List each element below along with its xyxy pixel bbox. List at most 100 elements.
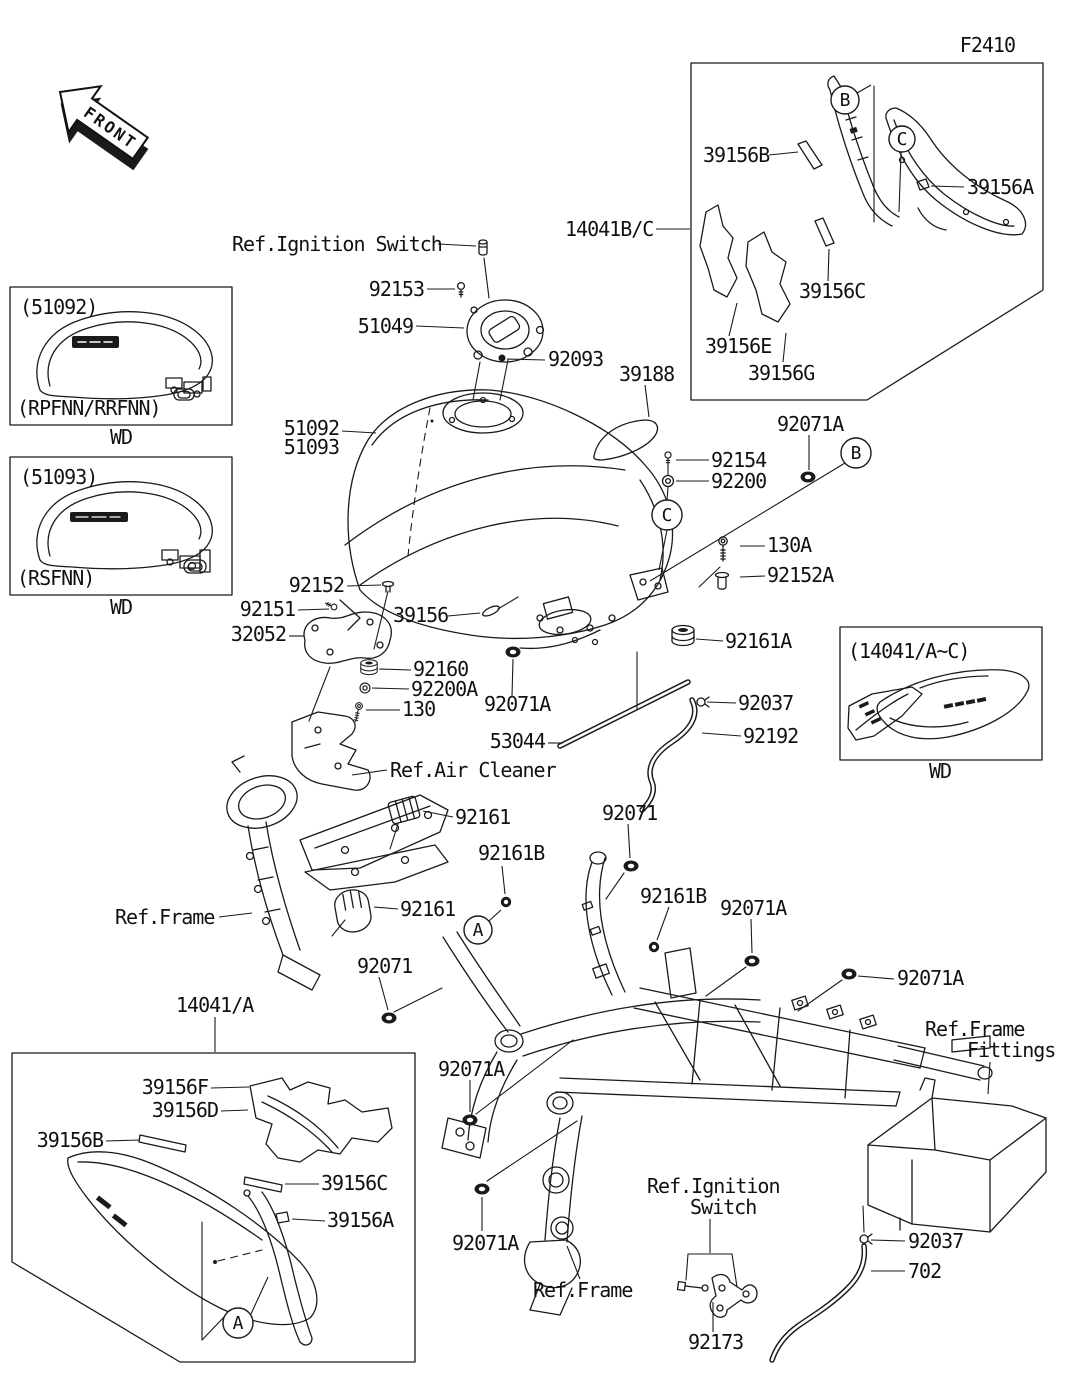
label-92037-bot: 92037 [908, 1229, 963, 1253]
leader-92037-mid [706, 701, 737, 704]
callout-b-2: B [840, 437, 872, 469]
leader-39156b-inset [768, 151, 799, 156]
label-92161b-mid: 92161B [640, 884, 707, 908]
leader-lines [105, 151, 991, 1332]
label-92152: 92152 [289, 573, 344, 597]
label-92037-mid: 92037 [738, 691, 793, 715]
inset-tank-51093-drawing [36, 481, 213, 574]
svg-text:B: B [840, 90, 851, 111]
label-39156b-bot: 39156B [37, 1128, 104, 1152]
pad-39156b-bot [138, 1134, 187, 1153]
label-130a: 130A [767, 533, 812, 557]
leader-92152a [739, 575, 766, 578]
tank-pad-39188 [593, 419, 659, 461]
svg-text:B: B [851, 443, 862, 464]
fuel-tank-drawing [339, 389, 674, 650]
label-wd1: WD [110, 425, 132, 449]
label-rpfnn: (RPFNN/RRFNN) [17, 396, 161, 420]
leader-92152 [346, 584, 382, 587]
label-ref-air-cleaner: Ref.Air Cleaner [390, 758, 557, 782]
label-92071-lower: 92071 [357, 954, 412, 978]
screw-icon-92154 [664, 451, 672, 466]
inset-box-51093 [9, 456, 233, 596]
leader-ref-frame-fit2 [987, 1061, 991, 1095]
liner-39156f [249, 1077, 393, 1163]
damper-icon-92161a [671, 624, 695, 647]
leader-92071a-tank [511, 658, 514, 697]
label-wd2: WD [110, 595, 132, 619]
svg-text:C: C [897, 129, 908, 150]
leader-39156f [210, 1086, 250, 1089]
leader-ref-frame-left [218, 912, 253, 918]
washer-icon-92200 [661, 474, 675, 488]
inset-cover-bc-drawing [699, 75, 1027, 323]
label-rsfnn: (RSFNN) [17, 566, 94, 590]
label-51092: 51092 [284, 416, 339, 440]
liner-39156g [745, 231, 791, 323]
pad-icon-39156 [482, 605, 500, 617]
label-92151: 92151 [240, 597, 295, 621]
wellnut-icon-92152a [714, 571, 730, 590]
liner-39156e [699, 204, 738, 298]
leader-92071a-right [857, 975, 895, 980]
hose-92192-drawing [639, 697, 698, 813]
leader-39156d [220, 1109, 249, 1112]
label-92161-upper: 92161 [455, 805, 510, 829]
leader-92037-bot [870, 1239, 906, 1242]
label-92071a-b2: 92071A [452, 1231, 519, 1255]
label-ref-ignition-bot2: Switch [690, 1195, 756, 1219]
label-39156a-inset: 39156A [967, 175, 1034, 199]
ignition-screw-icon [478, 239, 488, 256]
leader-39156c-inset [827, 248, 830, 282]
leader-92093 [506, 358, 546, 361]
label-92160: 92160 [413, 657, 468, 681]
clamp-icon-92161-upper [387, 795, 421, 825]
pad-39156b-inset [797, 140, 823, 170]
label-92153: 92153 [369, 277, 424, 301]
leader-92071-lower [378, 976, 389, 1011]
leader-92161-upper [422, 810, 454, 818]
leader-ref-ignition-top [437, 243, 477, 247]
diagram-code: F2410 [960, 33, 1015, 57]
bolt-icon-130a [718, 536, 728, 562]
label-51093: 51093 [284, 435, 339, 459]
inset-box-51092 [9, 286, 233, 426]
leader-ref-frame-bot [566, 1245, 581, 1280]
pad-39156c-inset [814, 217, 835, 247]
hose-702-drawing [769, 1243, 868, 1363]
inset-box-14041ac [839, 626, 1043, 761]
callout-leader-b-2 [649, 462, 846, 582]
leader-39156a-inset [930, 185, 965, 188]
connector-lines [201, 85, 875, 1341]
grommet-icon-92071a-b2 [474, 1183, 490, 1195]
label-ref-frame-bot: Ref.Frame [533, 1278, 632, 1302]
clip-39156a-inset [916, 178, 930, 191]
front-arrow-face [58, 84, 150, 161]
leader-92192 [701, 732, 742, 737]
callout-leader-c-1 [898, 151, 902, 213]
label-92161b-left: 92161B [478, 841, 545, 865]
grommet-icon-92071a-b1 [462, 1114, 478, 1126]
leader-39156b-bot [105, 1139, 141, 1142]
clamp-icon-92161-lower [334, 889, 372, 933]
leader-92161b-left [501, 865, 506, 895]
label-92161-lower: 92161 [400, 897, 455, 921]
label-ref-frame-left: Ref.Frame [115, 905, 214, 929]
label-39156f: 39156F [142, 1075, 208, 1099]
grommet-icon-92071a-tank [505, 646, 521, 658]
label-51049: 51049 [358, 314, 413, 338]
grommet-icon-92071-lower [381, 1012, 397, 1024]
svg-text:A: A [473, 920, 484, 941]
label-51092-inset: (51092) [20, 295, 97, 319]
heat-shield-drawing [291, 711, 371, 791]
leader-ref-air-cleaner [351, 769, 388, 776]
leader-39156a-bot [291, 1218, 326, 1222]
label-39156d: 39156D [152, 1098, 218, 1122]
label-ref-ignition-top: Ref.Ignition Switch [232, 232, 442, 256]
label-92152a: 92152A [767, 563, 834, 587]
nut-icon-92161b-mid [648, 941, 660, 953]
label-702: 702 [908, 1259, 941, 1283]
